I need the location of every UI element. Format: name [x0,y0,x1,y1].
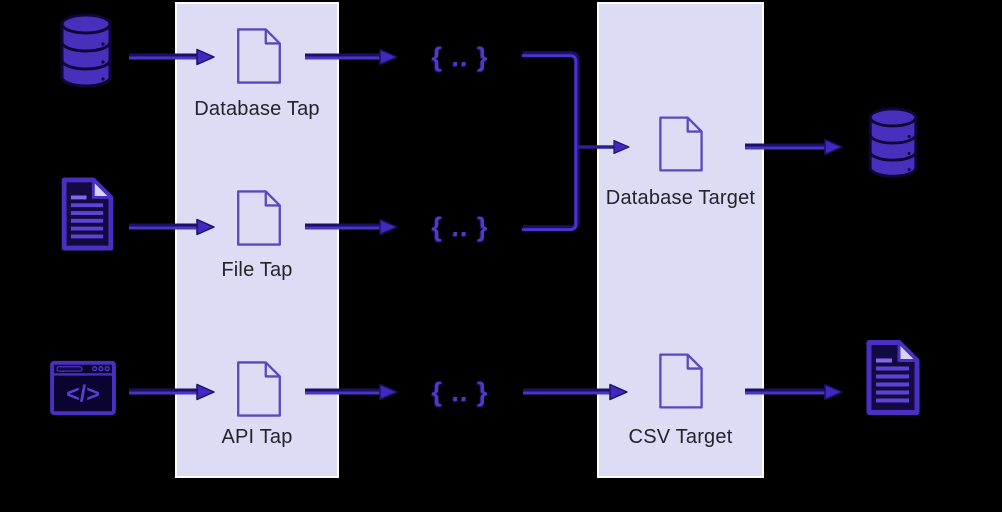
target-file-icon [658,115,704,173]
tap-file-icon [235,27,283,85]
flow-arrow [129,218,215,236]
json-record-symbol: { .. } [431,212,489,242]
target-label-csv: CSV Target [628,426,733,448]
tap-label-file: File Tap [221,259,293,281]
target-label-database: Database Target [605,187,756,209]
database-icon [866,107,920,181]
tap-band [175,2,339,478]
json-record-symbol: { .. } [431,42,489,72]
csv-file-icon [864,339,922,416]
file-document-icon [59,177,116,251]
flow-arrow [745,383,843,401]
flow-arrow [305,48,398,66]
api-browser-icon: </> [48,359,118,417]
target-band [597,2,764,478]
flow-arrow [305,383,398,401]
database-icon [58,13,114,91]
merge-connector [521,51,630,232]
flow-arrow [129,48,215,66]
flow-arrow [745,138,843,156]
flow-arrow [129,383,215,401]
flow-arrow [305,218,398,236]
flow-arrow [523,383,628,401]
tap-label-database: Database Tap [194,98,320,120]
code-glyph: </> [66,381,100,407]
tap-file-icon [235,360,283,418]
target-file-icon [658,352,704,410]
tap-label-api: API Tap [221,426,293,448]
tap-file-icon [235,189,283,247]
json-record-symbol: { .. } [431,377,489,407]
